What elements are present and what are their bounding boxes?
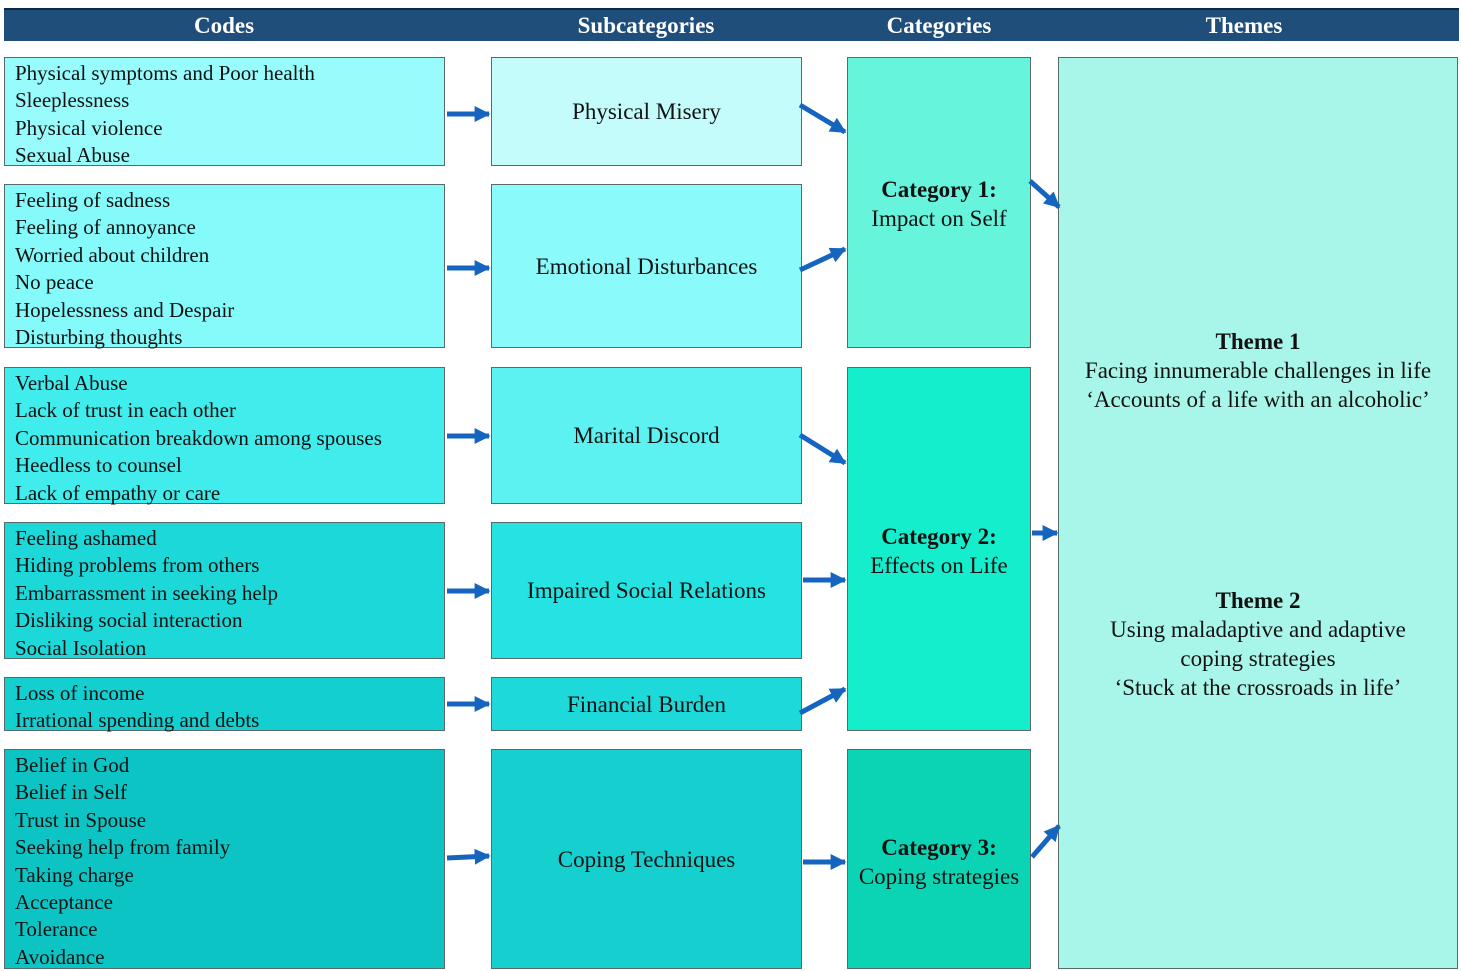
arrow-diagonal-icon bbox=[798, 432, 847, 466]
code-item: Tolerance bbox=[15, 917, 98, 942]
theme-1: Theme 1 Facing innumerable challenges in… bbox=[1059, 327, 1457, 414]
subcategory-label: Marital Discord bbox=[573, 423, 720, 448]
code-item: Lack of trust in each other bbox=[15, 398, 236, 423]
arrow-diagonal-icon bbox=[1028, 179, 1061, 209]
code-item: Irrational spending and debts bbox=[15, 708, 260, 733]
category-label: Category 2: bbox=[881, 524, 997, 549]
header-codes: Codes bbox=[193, 13, 255, 38]
subcategory-box-2: Emotional Disturbances bbox=[491, 184, 802, 348]
header-subcategories: Subcategories bbox=[577, 13, 715, 38]
category-name: Effects on Life bbox=[870, 553, 1008, 578]
theme-line: Facing innumerable challenges in life bbox=[1084, 358, 1432, 383]
code-item: Disturbing thoughts bbox=[15, 325, 183, 350]
table-header: Codes Subcategories Categories Themes bbox=[4, 8, 1459, 41]
code-item: Belief in Self bbox=[15, 780, 127, 805]
subcategory-box-3: Marital Discord bbox=[491, 367, 802, 504]
codes-box-4: Feeling ashamed Hiding problems from oth… bbox=[4, 522, 445, 660]
code-item: Loss of income bbox=[15, 681, 145, 705]
subcategory-box-1: Physical Misery bbox=[491, 57, 802, 166]
theme-line: coping strategies bbox=[1180, 646, 1336, 671]
code-item: Physical violence bbox=[15, 115, 163, 140]
theme-line: ‘Accounts of a life with an alcoholic’ bbox=[1086, 387, 1430, 412]
code-item: Verbal Abuse bbox=[15, 371, 128, 395]
code-item: Communication breakdown among spouses bbox=[15, 425, 382, 450]
code-item: Worried about children bbox=[15, 242, 210, 267]
codes-box-5: Loss of income Irrational spending and d… bbox=[4, 677, 445, 733]
code-item: Sleeplessness bbox=[15, 88, 130, 113]
code-item: Hiding problems from others bbox=[15, 553, 260, 578]
subcategory-label: Coping Techniques bbox=[557, 846, 736, 872]
arrow-diagonal-icon bbox=[798, 246, 847, 273]
theme-box: Theme 1 Facing innumerable challenges in… bbox=[1058, 57, 1458, 969]
code-item: Heedless to counsel bbox=[15, 453, 182, 478]
category-box-3: Category 3: Coping strategies bbox=[847, 749, 1031, 969]
subcategory-box-5: Financial Burden bbox=[491, 677, 802, 731]
theme-line: ‘Stuck at the crossroads in life’ bbox=[1114, 675, 1402, 700]
code-item: Trust in Spouse bbox=[15, 807, 147, 832]
code-item: Belief in God bbox=[15, 753, 130, 777]
category-name: Impact on Self bbox=[871, 206, 1007, 231]
code-item: Embarrassment in seeking help bbox=[15, 580, 279, 605]
code-item: Social Isolation bbox=[15, 635, 147, 660]
code-item: Feeling ashamed bbox=[15, 526, 157, 550]
theme-label: Theme 1 bbox=[1215, 329, 1301, 354]
category-box-2: Category 2: Effects on Life bbox=[847, 367, 1031, 731]
subcategory-label: Emotional Disturbances bbox=[535, 253, 758, 279]
code-item: Physical symptoms and Poor health bbox=[15, 61, 315, 85]
arrow-diagonal-icon bbox=[798, 686, 847, 716]
code-item: Acceptance bbox=[15, 890, 113, 915]
theme-line: Using maladaptive and adaptive bbox=[1110, 617, 1406, 642]
category-name: Coping strategies bbox=[858, 864, 1020, 889]
codes-box-2: Feeling of sadness Feeling of annoyance … bbox=[4, 184, 445, 350]
code-item: Seeking help from family bbox=[15, 835, 231, 860]
arrow-right-icon bbox=[446, 848, 491, 865]
category-box-1: Category 1: Impact on Self bbox=[847, 57, 1031, 348]
subcategory-box-4: Impaired Social Relations bbox=[491, 522, 802, 659]
code-item: No peace bbox=[15, 270, 94, 295]
arrow-diagonal-icon bbox=[798, 102, 847, 135]
codes-box-6: Belief in God Belief in Self Trust in Sp… bbox=[4, 749, 445, 969]
code-item: Taking charge bbox=[15, 862, 134, 887]
subcategory-label: Impaired Social Relations bbox=[527, 578, 766, 603]
theme-label: Theme 2 bbox=[1215, 588, 1301, 613]
theme-2: Theme 2 Using maladaptive and adaptive c… bbox=[1059, 586, 1457, 702]
category-label: Category 3: bbox=[881, 835, 997, 860]
category-label: Category 1: bbox=[881, 177, 997, 202]
arrow-diagonal-icon bbox=[1030, 824, 1061, 859]
code-item: Disliking social interaction bbox=[15, 608, 243, 633]
codes-box-3: Verbal Abuse Lack of trust in each other… bbox=[4, 367, 445, 505]
subcategory-label: Financial Burden bbox=[566, 691, 727, 717]
subcategory-box-6: Coping Techniques bbox=[491, 749, 802, 969]
code-item: Feeling of sadness bbox=[15, 188, 171, 212]
code-item: Sexual Abuse bbox=[15, 143, 130, 168]
code-item: Lack of empathy or care bbox=[15, 480, 221, 505]
codes-box-1: Physical symptoms and Poor health Sleepl… bbox=[4, 57, 445, 168]
code-item: Hopelessness and Despair bbox=[15, 297, 235, 322]
header-themes: Themes bbox=[1205, 13, 1283, 38]
code-item: Feeling of annoyance bbox=[15, 215, 196, 240]
subcategory-label: Physical Misery bbox=[572, 99, 721, 124]
code-item: Avoidance bbox=[15, 944, 105, 969]
header-categories: Categories bbox=[886, 13, 992, 38]
